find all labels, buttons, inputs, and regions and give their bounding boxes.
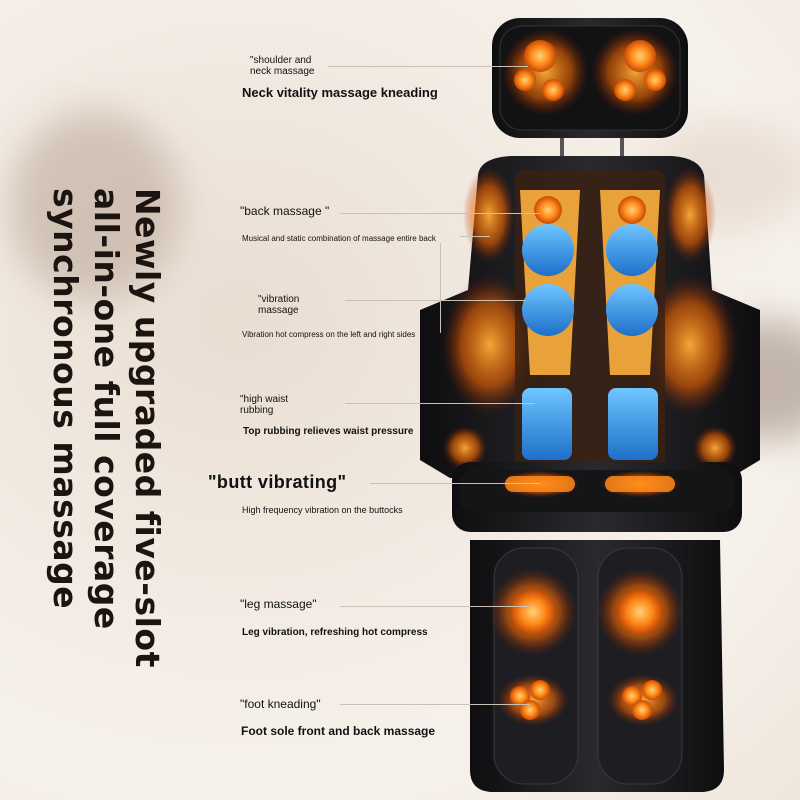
vibration-label-line-1: "vibration — [258, 294, 300, 305]
leg-label: "leg massage" — [240, 597, 317, 611]
leg-description: Leg vibration, refreshing hot compress — [242, 627, 428, 638]
background-shadow-left — [10, 110, 180, 300]
callout-line-leg — [340, 606, 530, 607]
waist-label-line-1: "high waist — [240, 394, 289, 405]
waist-label: "high waist rubbing — [240, 394, 288, 416]
headrest — [492, 18, 688, 160]
butt-label: "butt vibrating" — [208, 472, 347, 492]
callout-line-waist — [345, 403, 535, 404]
foot-description: Foot sole front and back massage — [241, 724, 436, 738]
waist-description: Top rubbing relieves waist pressure — [243, 426, 414, 437]
callout-line-butt — [370, 483, 540, 484]
vibration-label-line-2: massage — [258, 305, 299, 316]
callout-vline-back — [440, 243, 441, 333]
backrest — [420, 156, 760, 478]
vibration-description: Vibration hot compress on the left and r… — [242, 330, 416, 339]
shoulder-label-line-2: neck massage — [250, 66, 315, 77]
shoulder-description: Neck vitality massage kneading — [242, 85, 438, 100]
callout-line-back — [340, 213, 540, 214]
callout-line-shoulder — [328, 66, 528, 67]
waist-label-line-2: rubbing — [240, 405, 274, 416]
back-label: "back massage " — [240, 204, 330, 218]
shoulder-label: "shoulder and neck massage — [250, 55, 314, 77]
butt-description: High frequency vibration on the buttocks — [242, 505, 403, 515]
callout-line-foot — [340, 704, 530, 705]
vibration-label: "vibration massage — [258, 294, 299, 316]
callout-line-vibration — [345, 300, 525, 301]
seat — [452, 462, 742, 532]
foot-label: "foot kneading" — [240, 697, 321, 711]
shoulder-label-line-1: "shoulder and — [250, 55, 312, 66]
legrest — [470, 540, 724, 792]
callout-line-back-side — [460, 236, 490, 237]
back-description: Musical and static combination of massag… — [242, 234, 436, 243]
